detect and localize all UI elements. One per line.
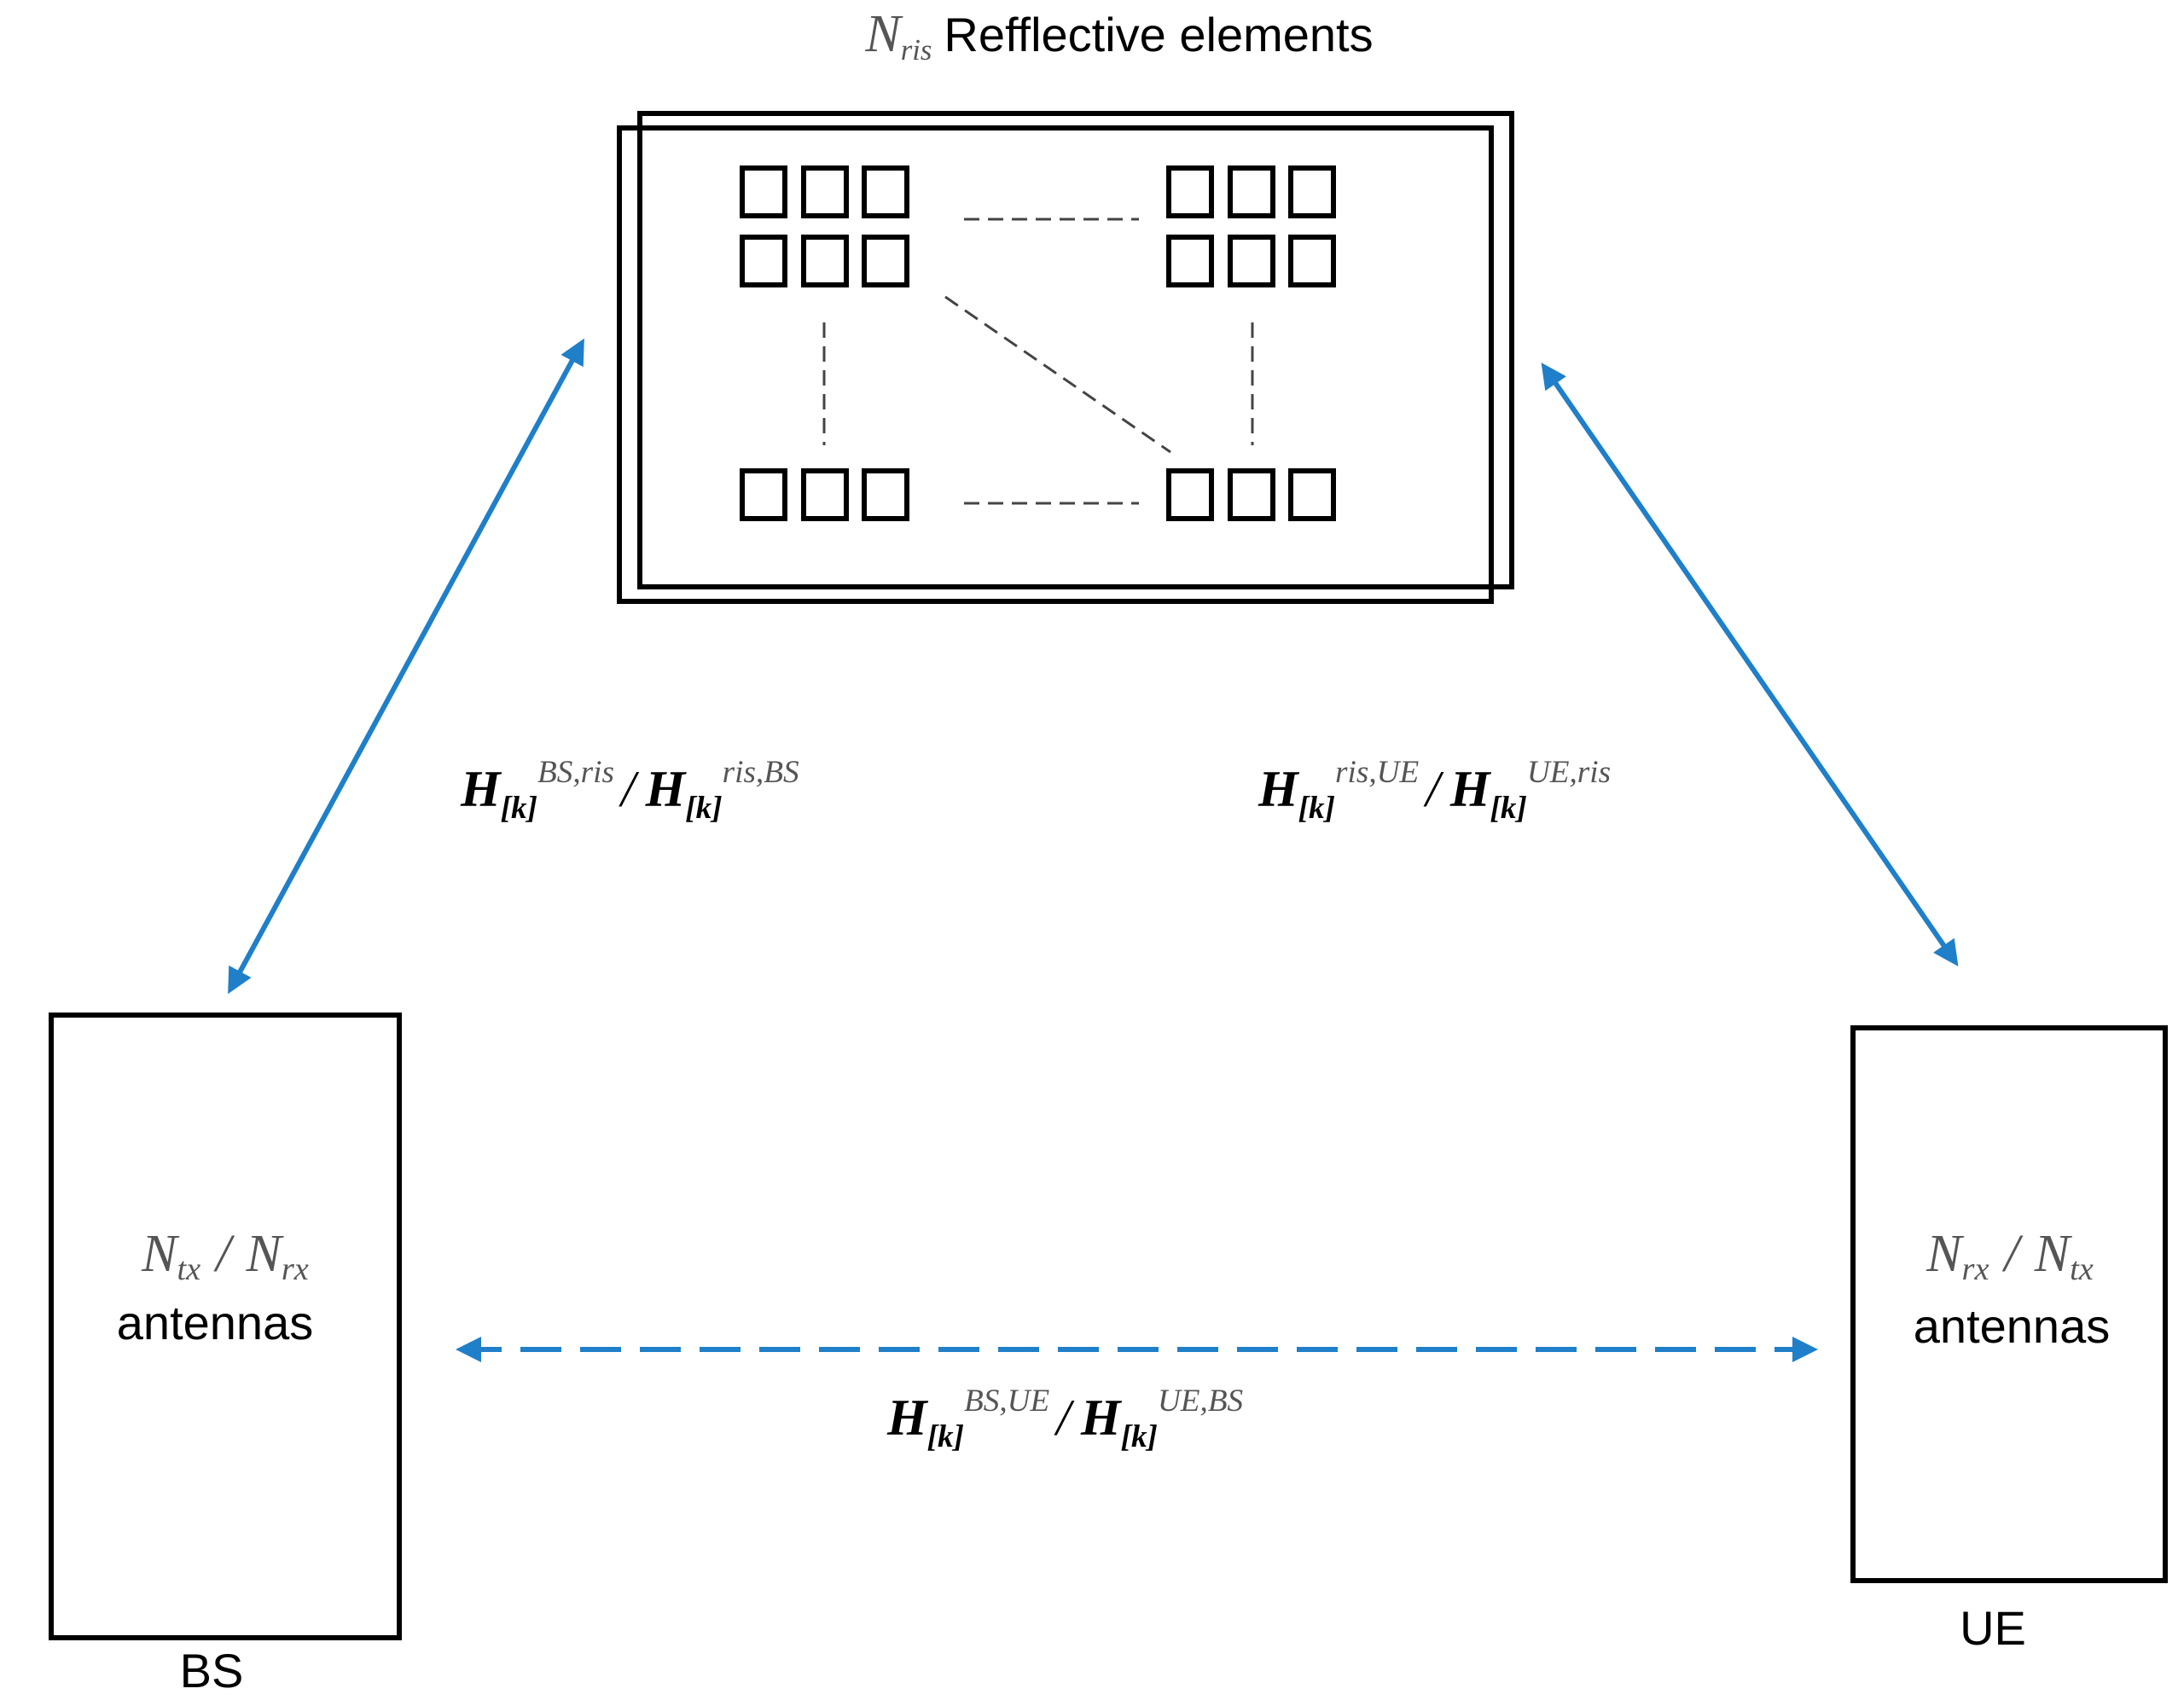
bs-ant-sub2: rx [282,1251,309,1287]
ris-title-sub: ris [901,33,932,67]
ris-element-grid [740,165,1336,521]
ue-antenna-text: antennas [1914,1299,2110,1353]
ue-ant-n2: N [2034,1225,2073,1283]
bs-antenna-count: Ntx/Nrx [141,1225,309,1287]
channel-label-bs-ue: H[k]BS,UE/H[k]UE,BS [886,1384,1243,1454]
ue-ant-slash: / [2002,1225,2024,1283]
ue-ant-sub2: tx [2070,1251,2094,1287]
ue-ant-n1: N [1926,1225,1965,1283]
ris-panel [617,111,1514,604]
ris-panel-front-frame [617,125,1494,604]
ue-antenna-count: Nrx/Ntx [1926,1225,2094,1287]
links [228,338,1959,1362]
bs-box [49,1013,402,1640]
bs-ant-n2: N [245,1225,284,1283]
ris-element-group-bottom-left [740,468,909,521]
ris-ellipsis-lines [822,218,1254,505]
bs-antenna-text: antennas [117,1296,313,1349]
channel-label-bs-ris: H[k]BS,ris/H[k]ris,BS [460,755,799,826]
ue-box [1850,1025,2168,1583]
ris-title-symbol: N [864,5,903,63]
bs-ant-sub1: tx [177,1251,201,1287]
bs-label: BS [180,1644,244,1697]
ris-element-group-bottom-right [1166,468,1336,521]
ue-ant-sub1: rx [1962,1251,1989,1287]
link-bs-ris [228,338,584,995]
bs-ant-slash: / [213,1225,235,1283]
ue-label: UE [1960,1601,2026,1655]
ris-element-group-top-right [1166,165,1336,287]
ris-panel-back-frame [637,111,1514,589]
channel-label-ris-ue: H[k]ris,UE/H[k]UE,ris [1258,755,1611,826]
ris-title-text: Refflective elements [944,8,1373,61]
ris-element-group-top-left [740,165,909,287]
link-ris-ue [1541,363,1959,966]
ris-dash-diagonal [944,295,1171,454]
bs-ant-n1: N [141,1225,180,1283]
ris-title: Nris Refflective elements [864,5,1373,67]
